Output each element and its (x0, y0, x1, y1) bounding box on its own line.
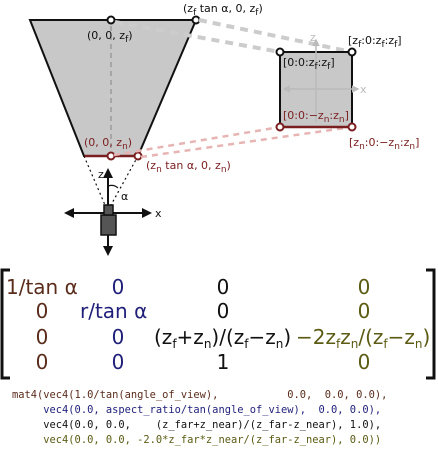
code-line-3: vec4(0.0, 0.0, (z_far+z_near)/(z_far-z_n… (12, 419, 381, 431)
connector-far-top (198, 18, 353, 54)
matrix-cell-r3c2: 1 (217, 350, 230, 374)
matrix-cell-r0c2: 0 (217, 275, 230, 299)
camera-angle-label: α (121, 190, 128, 203)
matrix-cell-r2c3: −2zfzn/(zf−zn) (296, 325, 430, 351)
label-far-center: (0, 0, zf) (87, 29, 133, 45)
ndc-label-top-center: [0:0:zf:zf] (283, 56, 335, 72)
camera-angle-arc (107, 184, 119, 189)
label-near-center: (0, 0, zn) (84, 136, 132, 152)
label-far-corner: (zf tan α, 0, zf) (183, 2, 263, 18)
matrix-cell-r2c1: 0 (112, 325, 125, 349)
glsl-code: mat4(vec4(1.0/tan(angle_of_view), 0.0, 0… (12, 389, 387, 446)
ndc-top-right-point (347, 47, 357, 57)
ndc-box: z x [zf:0:zf:zf] [0:0:zf:zf] [0:0:−zn:zn… (275, 31, 419, 152)
camera-x-label: x (155, 207, 162, 220)
projection-matrix: 1/tan α 0 0 0 0 r/tan α 0 0 0 0 (zf+zn)/… (0, 268, 436, 380)
code-line-2: vec4(0.0, aspect_ratio/tan(angle_of_view… (12, 404, 381, 416)
code-line-1: mat4(vec4(1.0/tan(angle_of_view), 0.0, 0… (12, 389, 387, 401)
label-near-corner: (zn tan α, 0, zn) (146, 159, 231, 175)
matrix-cell-r3c3: 0 (358, 350, 371, 374)
matrix-cell-r0c1: 0 (112, 275, 125, 299)
ndc-label-bottom-right: [zn:0:−zn:zn] (349, 136, 419, 152)
camera: z α x (64, 168, 162, 256)
ndc-x-label: x (360, 83, 367, 96)
matrix-cell-r1c2: 0 (217, 299, 230, 323)
frustum-extension-left (83, 155, 106, 206)
near-corner-point (133, 151, 143, 161)
matrix-left-bracket (0, 268, 10, 380)
camera-lens (103, 204, 114, 216)
ndc-top-center-point (275, 47, 285, 57)
matrix-cell-r2c0: 0 (36, 325, 49, 349)
frustum-extension-right (110, 155, 139, 206)
ndc-bottom-right-point (347, 122, 357, 132)
ndc-z-label: z (310, 31, 316, 44)
ndc-label-bottom-center: [0:0:−zn:zn] (283, 109, 349, 125)
camera-body (100, 214, 117, 236)
matrix-cell-r0c0: 1/tan α (6, 275, 78, 299)
connector-near-corner (140, 125, 353, 159)
far-right-point (106, 15, 116, 25)
code-line-4: vec4(0.0, 0.0, -2.0*z_far*z_near/(z_far-… (12, 434, 381, 446)
view-frustum: (zf tan α, 0, zf) (0, 0, zf) (0, 0, zn) … (28, 2, 263, 206)
matrix-cell-r1c3: 0 (358, 299, 371, 323)
matrix-right-bracket (426, 268, 436, 380)
near-center-point (106, 151, 116, 161)
camera-z-label: z (98, 168, 104, 181)
ndc-bottom-center-point (275, 122, 285, 132)
ndc-label-top-right: [zf:0:zf:zf] (348, 34, 402, 50)
matrix-cell-r3c0: 0 (36, 350, 49, 374)
matrix-cell-r0c3: 0 (358, 275, 371, 299)
matrix-cell-r3c1: 0 (112, 350, 125, 374)
matrix-cell-r2c2: (zf+zn)/(zf−zn) (154, 325, 291, 351)
matrix-cell-r1c1: r/tan α (80, 299, 147, 323)
matrix-cell-r1c0: 0 (36, 299, 49, 323)
mapping-connectors (113, 18, 353, 159)
